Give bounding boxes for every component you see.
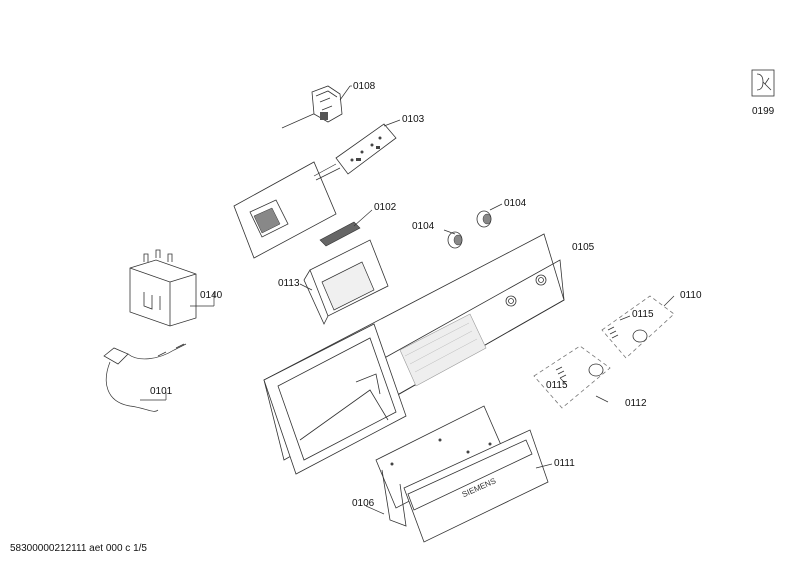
button-group-lower	[533, 345, 611, 409]
label-0101: 0101	[150, 386, 173, 397]
label-0106: 0106	[352, 498, 375, 509]
display-module	[303, 239, 389, 325]
document-id: 58300000212111 aet 000 c 1/5	[10, 543, 147, 554]
label-0105: 0105	[572, 242, 595, 253]
knob-right	[476, 210, 492, 228]
drawer-handle: SIEMENS	[403, 429, 549, 543]
label-0112: 0112	[625, 398, 647, 409]
label-0110: 0110	[680, 290, 702, 301]
knob-left	[447, 231, 463, 249]
label-0102: 0102	[374, 202, 397, 213]
label-0115-lower: 0115	[546, 380, 568, 391]
choke-part	[281, 85, 343, 129]
label-0108: 0108	[353, 81, 376, 92]
label-0199: 0199	[752, 106, 775, 117]
relay-block	[129, 249, 197, 327]
label-0104-right: 0104	[504, 198, 527, 209]
label-0111: 0111	[554, 458, 575, 469]
part-labels: 0108 0103 0102 0104 0104 0105 0113 0140 …	[150, 81, 775, 509]
label-0140: 0140	[200, 290, 223, 301]
control-board-main	[233, 161, 361, 259]
label-0115-upper: 0115	[632, 309, 654, 320]
control-panel-fascia	[263, 233, 565, 475]
power-cable	[103, 343, 187, 412]
leader-lines	[140, 85, 675, 515]
manual-icon	[751, 69, 775, 97]
label-0103: 0103	[402, 114, 425, 125]
button-group-upper	[601, 295, 675, 359]
control-board-small	[335, 123, 397, 175]
label-0113: 0113	[278, 278, 300, 289]
label-0104-left: 0104	[412, 221, 435, 232]
